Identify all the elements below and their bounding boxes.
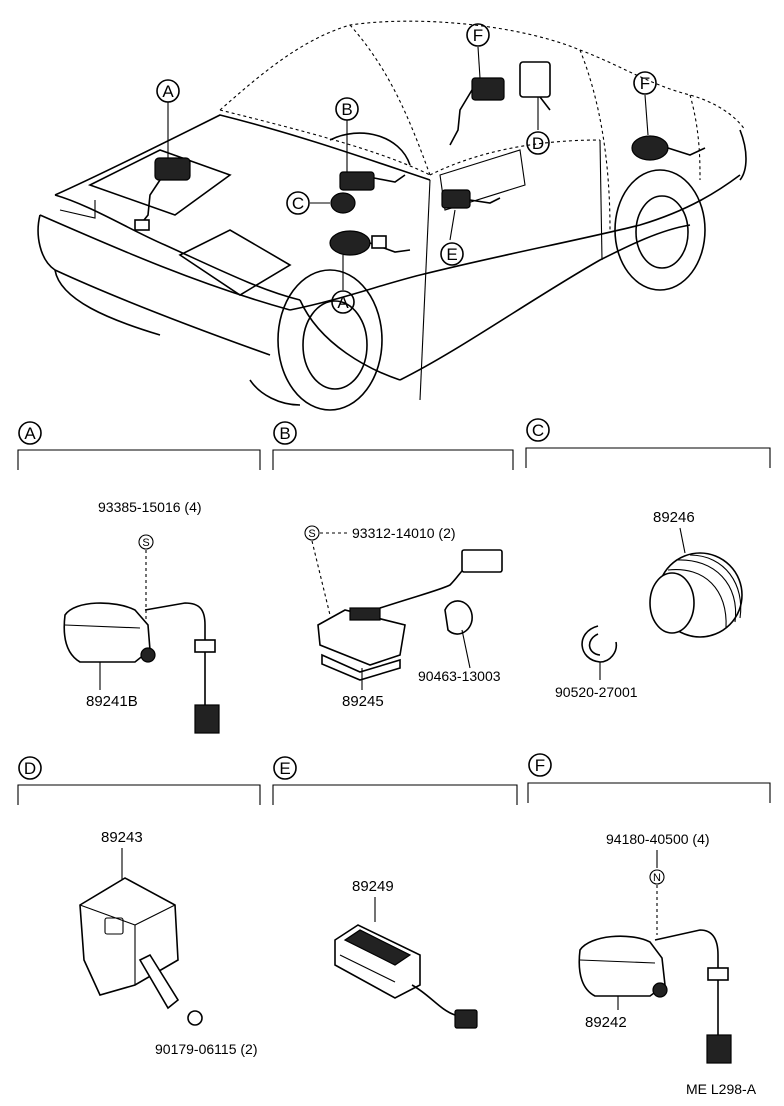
svg-text:B: B: [341, 100, 352, 119]
overview-part-b: [339, 171, 406, 191]
callout-a-top: A: [156, 79, 180, 103]
overview-part-a-front: [329, 230, 411, 256]
svg-text:89243: 89243: [101, 829, 143, 846]
actuator-89241b: [63, 602, 220, 734]
svg-text:89242: 89242: [585, 1014, 627, 1031]
svg-text:89245: 89245: [342, 693, 384, 710]
switch-89249: [334, 924, 478, 1029]
overview-part-c: [330, 192, 356, 214]
svg-text:E: E: [446, 245, 457, 264]
svg-text:93385-15016 (4): 93385-15016 (4): [98, 499, 202, 515]
svg-text:C: C: [292, 194, 304, 213]
callout-f-front: F: [466, 23, 490, 47]
svg-text:D: D: [24, 759, 36, 778]
overview-part-f-front: [449, 77, 505, 146]
svg-text:90463-13003: 90463-13003: [418, 668, 501, 684]
callout-f-rear: F: [633, 71, 657, 95]
overview-part-a-top: [134, 157, 191, 231]
svg-text:89249: 89249: [352, 878, 394, 895]
callout-c: C: [286, 191, 310, 215]
svg-text:89241B: 89241B: [86, 693, 138, 710]
overview-part-e: [441, 189, 501, 209]
svg-text:90520-27001: 90520-27001: [555, 684, 638, 700]
svg-text:S: S: [142, 537, 149, 549]
callout-d: D: [526, 131, 550, 155]
svg-text:A: A: [162, 82, 174, 101]
svg-text:94180-40500 (4): 94180-40500 (4): [606, 831, 710, 847]
car-illustration: A B C A E F D F: [37, 20, 747, 411]
svg-text:N: N: [653, 872, 661, 884]
svg-text:89246: 89246: [653, 509, 695, 526]
actuator-89242: [578, 929, 732, 1064]
ring-90520: [581, 625, 618, 663]
section-b: B S 93312-14010 (2) 89245 90463-13003: [272, 421, 514, 710]
svg-text:A: A: [24, 424, 36, 443]
svg-text:E: E: [279, 759, 290, 778]
overview-part-f-rear: [631, 135, 706, 161]
section-c: C 89246 90520-27001: [525, 418, 771, 700]
svg-text:F: F: [473, 26, 483, 45]
callout-a-front: A: [331, 290, 355, 314]
svg-text:S: S: [308, 528, 315, 540]
callout-b: B: [335, 97, 359, 121]
svg-text:93312-14010 (2): 93312-14010 (2): [352, 525, 456, 541]
svg-text:C: C: [532, 421, 544, 440]
section-e: E 89249: [272, 756, 518, 1029]
overview-part-d: [519, 61, 551, 111]
svg-text:A: A: [337, 293, 349, 312]
section-d: D 89243 90179-06115 (2): [17, 756, 261, 1057]
controller-89243: [79, 877, 180, 1010]
sensor-89245: [317, 549, 503, 681]
svg-text:F: F: [535, 756, 545, 775]
svg-text:90179-06115 (2): 90179-06115 (2): [155, 1041, 257, 1057]
callout-e: E: [440, 242, 464, 266]
diagram-code: ME L298-A: [686, 1081, 757, 1097]
section-a: A 93385-15016 (4) S 89241B: [17, 421, 261, 734]
grommet-89246: [649, 552, 743, 638]
svg-text:F: F: [640, 74, 650, 93]
svg-text:B: B: [279, 424, 290, 443]
svg-text:D: D: [532, 134, 544, 153]
section-f: F 94180-40500 (4) N 89242: [527, 753, 771, 1064]
